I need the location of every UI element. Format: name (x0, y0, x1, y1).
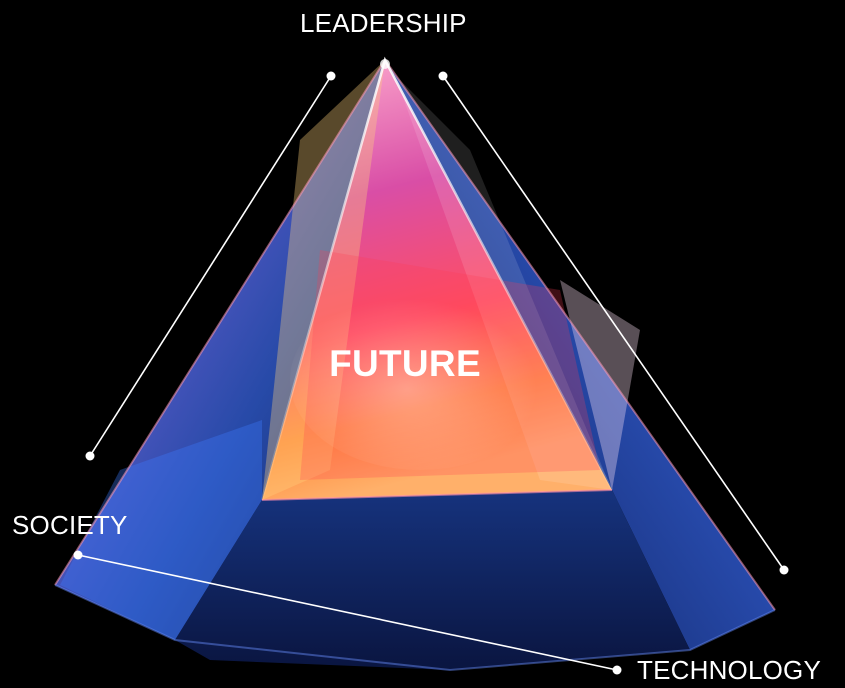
pyramid-body (54, 56, 776, 672)
connector-dot (85, 451, 95, 461)
pyramid-right-face (385, 60, 775, 650)
connector-right-edge (442, 75, 785, 571)
pyramid-base-face (175, 490, 690, 670)
label-future: FUTURE (329, 343, 481, 384)
connector-left-edge (89, 75, 332, 457)
connector-dot (779, 565, 789, 575)
label-leadership: LEADERSHIP (300, 8, 467, 38)
connector-bottom (77, 554, 618, 671)
connector-lines (73, 71, 789, 675)
pyramid-left-face (55, 60, 385, 640)
connector-dot (612, 665, 622, 675)
label-society: SOCIETY (12, 510, 128, 540)
apex-highlight (380, 59, 390, 69)
connector-dot (326, 71, 336, 81)
connector-dot (73, 550, 83, 560)
connector-dot (438, 71, 448, 81)
left-light-wash (60, 420, 262, 640)
label-technology: TECHNOLOGY (637, 655, 822, 685)
pyramid-bottom-edge (54, 584, 776, 672)
pyramid-front-base-edge (261, 489, 613, 501)
inner-glow (290, 290, 550, 470)
